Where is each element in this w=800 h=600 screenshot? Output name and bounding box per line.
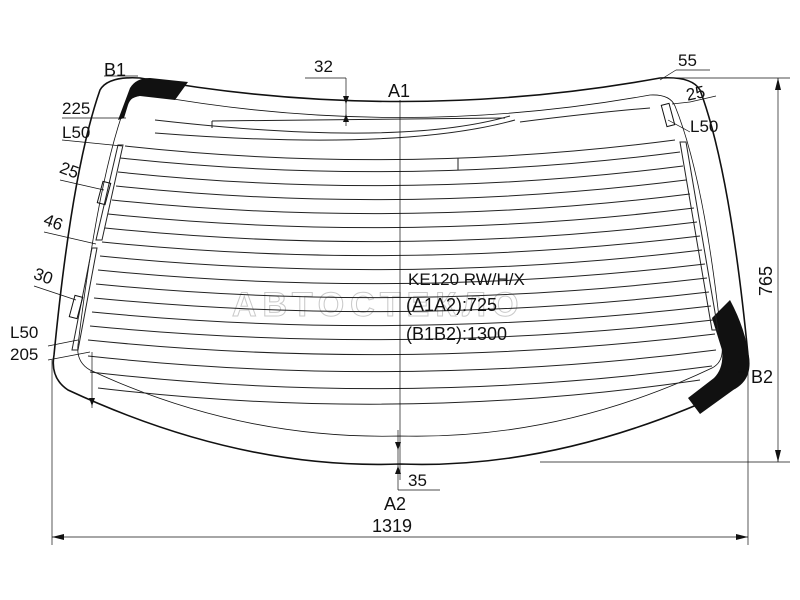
point-a1: A1 bbox=[388, 81, 410, 101]
dim-205-arrow bbox=[89, 398, 95, 406]
point-a2: A2 bbox=[384, 494, 406, 514]
bus-bar-left bbox=[95, 144, 124, 241]
dim-width-1319: 1319 bbox=[372, 516, 412, 536]
dim-32-arrow bbox=[343, 96, 349, 104]
leader-205 bbox=[47, 351, 91, 361]
dim-32-arrow-2 bbox=[343, 114, 349, 122]
watermark: АВТОСТЕКЛО bbox=[232, 286, 524, 324]
dim-35-arrow-2 bbox=[395, 466, 401, 474]
leader-25-right bbox=[671, 101, 691, 105]
dim-left-46: 46 bbox=[41, 210, 65, 234]
dim-35-arrow bbox=[395, 442, 401, 450]
bus-bar-right bbox=[679, 141, 719, 331]
leader-30 bbox=[33, 285, 77, 301]
leader-l50-left bbox=[61, 139, 123, 147]
dim-right-25: 25 bbox=[684, 82, 706, 105]
dim-bottom-35: 35 bbox=[408, 471, 427, 490]
corner-b2-black bbox=[688, 300, 750, 414]
dim-top-32: 32 bbox=[314, 57, 333, 76]
model-code: KE120 RW/H/X bbox=[408, 270, 525, 289]
glass-outline bbox=[52, 76, 750, 466]
leader-l50-bottom bbox=[47, 339, 79, 347]
leader-55 bbox=[659, 69, 677, 81]
point-b1: B1 bbox=[104, 60, 126, 80]
height-arrow-bottom bbox=[775, 450, 781, 462]
width-arrow-right bbox=[736, 534, 748, 540]
leader-l50-right bbox=[667, 119, 691, 133]
height-arrow-top bbox=[775, 78, 781, 90]
leader-25-right-b bbox=[689, 95, 717, 103]
dim-right-l50: L50 bbox=[690, 117, 718, 136]
terminal-left-top bbox=[96, 180, 112, 206]
a1a2-dimension: (A1A2):725 bbox=[406, 295, 497, 315]
leader-46 bbox=[43, 231, 97, 245]
terminal-right bbox=[660, 102, 676, 128]
terminal-left-bottom bbox=[68, 294, 84, 320]
heating-grid bbox=[87, 107, 717, 405]
dim-left-l50-bottom: L50 bbox=[10, 323, 38, 342]
dim-left-205: 205 bbox=[10, 345, 38, 364]
width-arrow-left bbox=[52, 534, 64, 540]
inner-border bbox=[77, 94, 723, 437]
point-b2: B2 bbox=[751, 367, 773, 387]
leader-25-left bbox=[59, 179, 105, 191]
bus-bar-left-lower bbox=[71, 247, 98, 351]
b1b2-dimension: (B1B2):1300 bbox=[406, 324, 507, 344]
dim-right-55: 55 bbox=[678, 51, 697, 70]
corner-b1-black bbox=[118, 78, 188, 120]
dim-left-30: 30 bbox=[31, 264, 55, 288]
dim-left-l50-top: L50 bbox=[62, 123, 90, 142]
dim-left-225: 225 bbox=[62, 99, 90, 118]
dim-height-765: 765 bbox=[756, 266, 776, 296]
